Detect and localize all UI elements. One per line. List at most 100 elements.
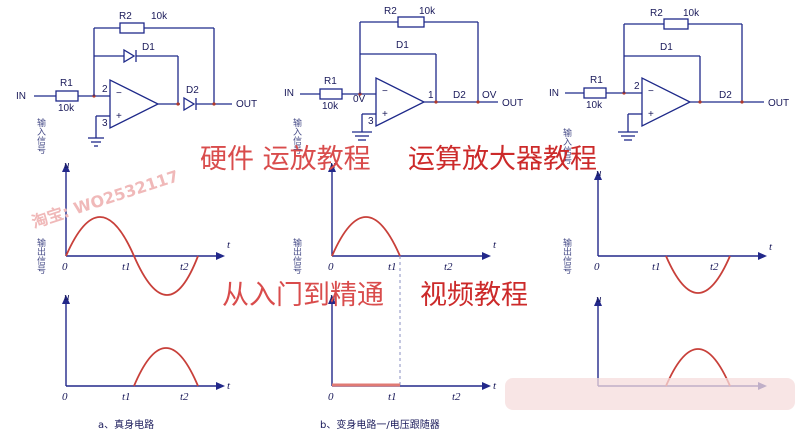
tick-t1: t1 — [388, 261, 397, 273]
tick-0: 0 — [594, 261, 600, 273]
op-amp-minus: − — [648, 86, 654, 97]
tick-0: 0 — [62, 391, 68, 403]
d2-label: D2 — [719, 90, 732, 101]
pin-3: 3 — [368, 116, 374, 127]
caption-a: a、真身电路 — [98, 418, 154, 431]
axis-label-t: t — [493, 380, 497, 392]
resistor-r2 — [663, 18, 689, 30]
watermark-line1-red: 运算放大器教程 — [408, 144, 597, 175]
plot-a-output: u t 0 t1 t2 — [62, 291, 231, 403]
ov-label: OV — [482, 90, 497, 101]
plot-b-output: u t 0 t1 t2 — [328, 291, 497, 403]
axis-label-u: u — [64, 291, 70, 303]
tick-t1: t1 — [388, 391, 397, 403]
r1-label: R1 — [590, 75, 603, 86]
side-label-output-b: 输出信号 — [291, 237, 302, 275]
resistor-r1 — [319, 88, 343, 100]
circuit-b: IN R1 10k 0V R2 10k D1 − + 3 1 D2 OV OUT — [284, 6, 523, 141]
axis-label-t: t — [769, 241, 773, 253]
watermark-line1-gray: 硬件 运放教程 — [200, 144, 371, 175]
tick-t1: t1 — [122, 391, 131, 403]
r2-value: 10k — [683, 8, 700, 19]
r2-label: R2 — [384, 6, 397, 17]
waveform-b-input — [331, 216, 401, 257]
circuit-a: IN R1 10k R2 10k D1 − + 2 3 D2 — [16, 11, 257, 147]
circuit-c: IN R1 10k R2 10k D1 − + 2 D2 OUT — [549, 8, 789, 141]
watermark-line2-gray: 从入门到精通 — [222, 280, 384, 311]
zero-volt-label: 0V — [353, 94, 366, 105]
resistor-r2 — [397, 16, 425, 28]
axis-label-t: t — [493, 239, 497, 251]
input-label: IN — [16, 91, 26, 102]
output-label: OUT — [768, 98, 789, 109]
resistor-r2 — [119, 22, 145, 34]
axis-label-u: u — [596, 293, 602, 305]
r2-label: R2 — [650, 8, 663, 19]
tick-t2: t2 — [180, 261, 189, 273]
pin-3: 3 — [102, 118, 108, 129]
plot-c-output: u — [594, 293, 767, 390]
op-amp-plus: + — [648, 109, 654, 120]
waveform-c-output — [665, 348, 731, 387]
op-amp-minus: − — [116, 88, 122, 99]
side-label-input-c: 输入信号 — [561, 127, 572, 165]
watermark-diagonal: 淘宝: WO2532117 — [29, 166, 181, 231]
tick-t2: t2 — [452, 391, 461, 403]
axis-label-t: t — [227, 239, 231, 251]
diode-d1 — [123, 48, 136, 64]
side-labels: 输入信号 输出信号 输入信号 输出信号 输入信号 输出信号 — [35, 117, 572, 275]
side-label-input-a: 输入信号 — [35, 117, 46, 155]
d2-label: D2 — [453, 90, 466, 101]
axis-label-t: t — [227, 380, 231, 392]
r1-value: 10k — [58, 103, 75, 114]
axis-label-u: u — [596, 167, 602, 179]
side-label-output-c: 输出信号 — [561, 237, 572, 275]
waveform-c-input — [665, 255, 731, 294]
r2-value: 10k — [419, 6, 436, 17]
op-amp-plus: + — [116, 111, 122, 122]
tick-t2: t2 — [180, 391, 189, 403]
output-label: OUT — [502, 98, 523, 109]
r1-label: R1 — [60, 78, 73, 89]
r1-value: 10k — [322, 101, 339, 112]
resistor-r1 — [55, 90, 79, 102]
output-label: OUT — [236, 99, 257, 110]
input-label: IN — [549, 88, 559, 99]
op-amp-c — [641, 76, 692, 128]
tick-t1: t1 — [652, 261, 661, 273]
op-amp-b — [375, 76, 426, 128]
tick-0: 0 — [328, 391, 334, 403]
pin-2: 2 — [634, 81, 640, 92]
watermark-smudge — [505, 378, 795, 410]
op-amp-a — [109, 78, 160, 130]
tick-0: 0 — [62, 261, 68, 273]
caption-b: b、变身电路一/电压跟随器 — [320, 418, 440, 431]
r1-value: 10k — [586, 100, 603, 111]
plot-c-input: u t 0 t1 t2 — [594, 167, 773, 294]
tick-t2: t2 — [710, 261, 719, 273]
d1-label: D1 — [396, 40, 409, 51]
axis-label-u: u — [330, 159, 336, 171]
op-amp-plus: + — [382, 109, 388, 120]
waveform-a-input — [65, 216, 199, 296]
side-label-input-b: 输入信号 — [291, 117, 302, 155]
resistor-r1 — [583, 87, 607, 99]
tick-t1: t1 — [122, 261, 131, 273]
r2-label: R2 — [119, 11, 132, 22]
plot-b-input: u t 0 t1 t2 — [328, 159, 497, 386]
diode-d2 — [183, 96, 196, 112]
pin-2: 2 — [102, 84, 108, 95]
watermark-line2-red: 视频教程 — [420, 280, 528, 311]
input-label: IN — [284, 88, 294, 99]
plot-a-input: u t 0 t1 t2 — [62, 159, 231, 296]
pin-1: 1 — [428, 90, 434, 101]
axis-label-u: u — [330, 291, 336, 303]
r2-value: 10k — [151, 11, 168, 22]
d1-label: D1 — [660, 42, 673, 53]
waveform-a-output — [133, 347, 199, 387]
d1-label: D1 — [142, 42, 155, 53]
tick-t2: t2 — [444, 261, 453, 273]
r1-label: R1 — [324, 76, 337, 87]
